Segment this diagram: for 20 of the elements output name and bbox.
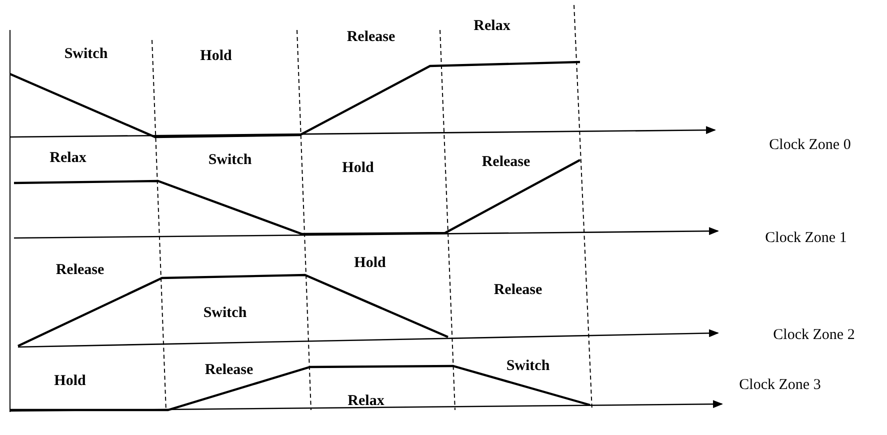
clock-zone-label: Clock Zone 1 <box>765 228 847 248</box>
clock-zone-label: Clock Zone 2 <box>773 326 855 345</box>
phase-label: Release <box>482 152 530 172</box>
phase-label: Switch <box>208 150 252 170</box>
phase-label: Release <box>204 360 254 380</box>
phase-label: Release <box>494 280 542 300</box>
clock-zone-label: Clock Zone 0 <box>769 136 851 155</box>
phase-label: Hold <box>54 372 86 391</box>
clock-zone-label: Clock Zone 3 <box>739 376 821 395</box>
phase-label: Relax <box>348 392 384 411</box>
phase-label: Switch <box>203 304 247 323</box>
phase-label: Hold <box>200 46 232 66</box>
phase-label: Relax <box>474 16 510 36</box>
phase-label: Switch <box>506 356 550 376</box>
phase-label: Relax <box>50 148 86 168</box>
phase-label: Release <box>56 260 104 280</box>
phase-label: Hold <box>354 254 386 273</box>
phase-label: Release <box>346 28 396 47</box>
phase-label: Hold <box>342 158 374 178</box>
phase-label: Switch <box>64 44 108 64</box>
